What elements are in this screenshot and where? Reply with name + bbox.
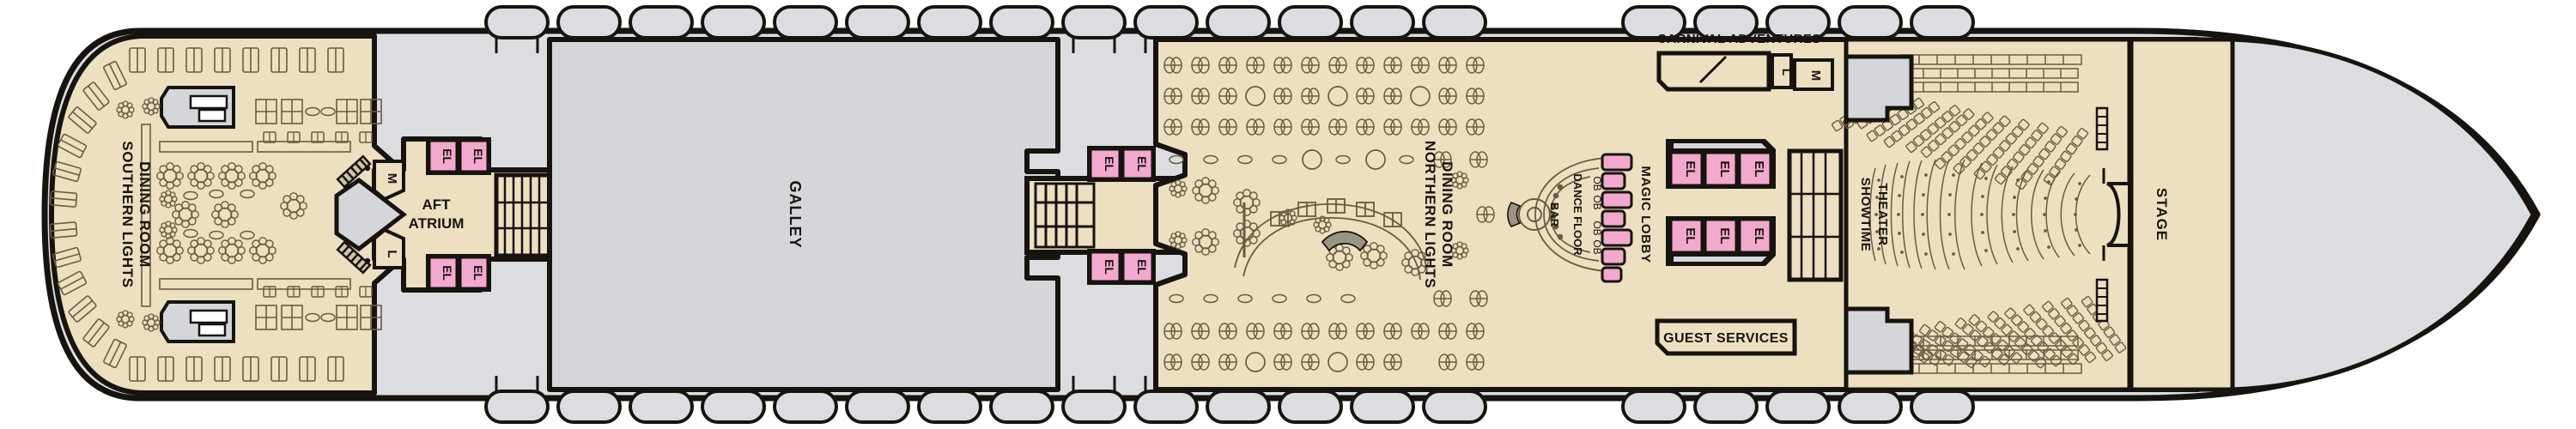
theater-orchestra-rows — [1869, 159, 2091, 270]
lifeboat-row-top — [484, 5, 1975, 53]
venue-label-northern-lights-line1: NORTHERN LIGHTS — [1422, 141, 1438, 288]
aft-atrium-stairwell — [494, 172, 552, 258]
elevator-label: EL — [1683, 160, 1698, 177]
midship-stair-core — [1024, 176, 1206, 255]
northern-lights-curved-counter — [1234, 198, 1428, 281]
elevator-label: EL — [1103, 259, 1116, 275]
theater-proscenium — [2102, 168, 2131, 261]
aft-atrium-escalators — [336, 154, 372, 275]
bow-open-deck — [2230, 37, 2536, 392]
venue-label-northern-lights-line2: DINING ROOM — [1439, 161, 1455, 268]
elevator-label: EL — [1135, 156, 1149, 172]
lifeboat — [484, 376, 550, 424]
magic-lobby-dance-area: BAR DANCE FLOOR OB OB OB OB — [1507, 157, 1607, 272]
restroom-label-m: M — [1808, 70, 1823, 82]
venue-label-bar: BAR — [1548, 202, 1561, 227]
northern-lights-tables — [1163, 57, 1495, 372]
venue-label-southern-lights-line2: DINING ROOM — [137, 161, 153, 268]
door-markers — [364, 165, 371, 264]
nl-row-6 — [1163, 352, 1485, 372]
elevator-label: EL — [1135, 259, 1149, 275]
guest-services-counter[interactable] — [1655, 318, 1797, 356]
venue-label-stage: STAGE — [2154, 188, 2170, 241]
booth-marker: OB — [1591, 195, 1603, 209]
southern-lights-window-booths — [129, 47, 344, 382]
venue-label-guest-services: GUEST SERVICES — [1663, 331, 1789, 346]
theater-side-exits — [1844, 54, 2109, 375]
restroom-aft-mens: M — [373, 160, 405, 202]
elevator-label: EL — [440, 265, 454, 281]
elevator-label: EL — [1717, 160, 1732, 177]
venue-label-southern-lights-line1: SOUTHERN LIGHTS — [119, 141, 136, 287]
elevator-label: EL — [440, 148, 454, 164]
southern-lights-starboard-seating — [255, 99, 382, 330]
elevator-label: EL — [471, 265, 485, 281]
restroom-fwd-mens: M — [1793, 58, 1834, 91]
stage-area — [2129, 37, 2235, 392]
venue-label-galley: GALLEY — [787, 180, 804, 248]
southern-lights-service-stations — [160, 86, 235, 343]
venue-label-carnival-adventures: CARNIVAL ADVENTURES — [1657, 32, 1821, 46]
restroom-label-l: L — [385, 250, 399, 257]
elevator-label: EL — [1717, 227, 1732, 244]
booth-marker: OB — [1591, 176, 1603, 190]
elevator-label: EL — [1103, 156, 1116, 172]
restroom-fwd-ladies: L — [1771, 53, 1794, 89]
booth-marker: OB — [1591, 221, 1603, 235]
lifeboat — [484, 5, 550, 53]
magic-lobby-lounge-seating — [1601, 153, 1633, 283]
elevator-bank-fwd-upper[interactable]: EL EL EL — [1666, 139, 1776, 189]
restroom-label-m: M — [385, 173, 399, 184]
elevator-bank-aft-upper[interactable]: EL EL — [426, 137, 491, 175]
galley-area — [547, 37, 1060, 392]
lifeboat — [1061, 5, 1127, 53]
southern-lights-bench-strips — [141, 124, 351, 307]
venue-label-aft-atrium-line1: AFT — [422, 196, 451, 213]
forward-stairwell — [1787, 148, 1844, 282]
elevator-bank-mid-upper[interactable]: EL EL — [1087, 146, 1156, 182]
venue-label-dance-floor: DANCE FLOOR — [1571, 173, 1584, 256]
elevator-label: EL — [1752, 227, 1766, 244]
venue-label-magic-lobby: MAGIC LOBBY — [1638, 166, 1653, 263]
carnival-adventures-counter — [1656, 51, 1771, 92]
southern-lights-dining-room-area — [49, 33, 406, 396]
lifeboat — [1061, 376, 1127, 424]
elevator-bank-mid-lower[interactable]: EL EL — [1087, 249, 1156, 285]
nl-row-4 — [1169, 149, 1488, 170]
venue-label-aft-atrium-line2: ATRIUM — [409, 215, 465, 232]
venue-label-showtime-theater-line2: THEATER — [1875, 183, 1890, 245]
elevator-label: EL — [471, 148, 485, 164]
elevator-bank-fwd-lower[interactable]: EL EL EL — [1666, 216, 1776, 266]
lifeboat-row-bottom — [484, 376, 1975, 424]
restroom-aft-ladies: L — [373, 227, 405, 269]
stern-perimeter-booths — [49, 60, 127, 369]
elevator-label: EL — [1752, 160, 1766, 177]
nl-row-2 — [1163, 86, 1485, 106]
elevator-label: EL — [1683, 227, 1698, 244]
booth-marker: OB — [1591, 239, 1603, 254]
elevator-bank-aft-lower[interactable]: EL EL — [426, 254, 491, 292]
restroom-label-l: L — [1780, 69, 1794, 76]
venue-label-showtime-theater-line1: SHOWTIME — [1858, 178, 1873, 252]
